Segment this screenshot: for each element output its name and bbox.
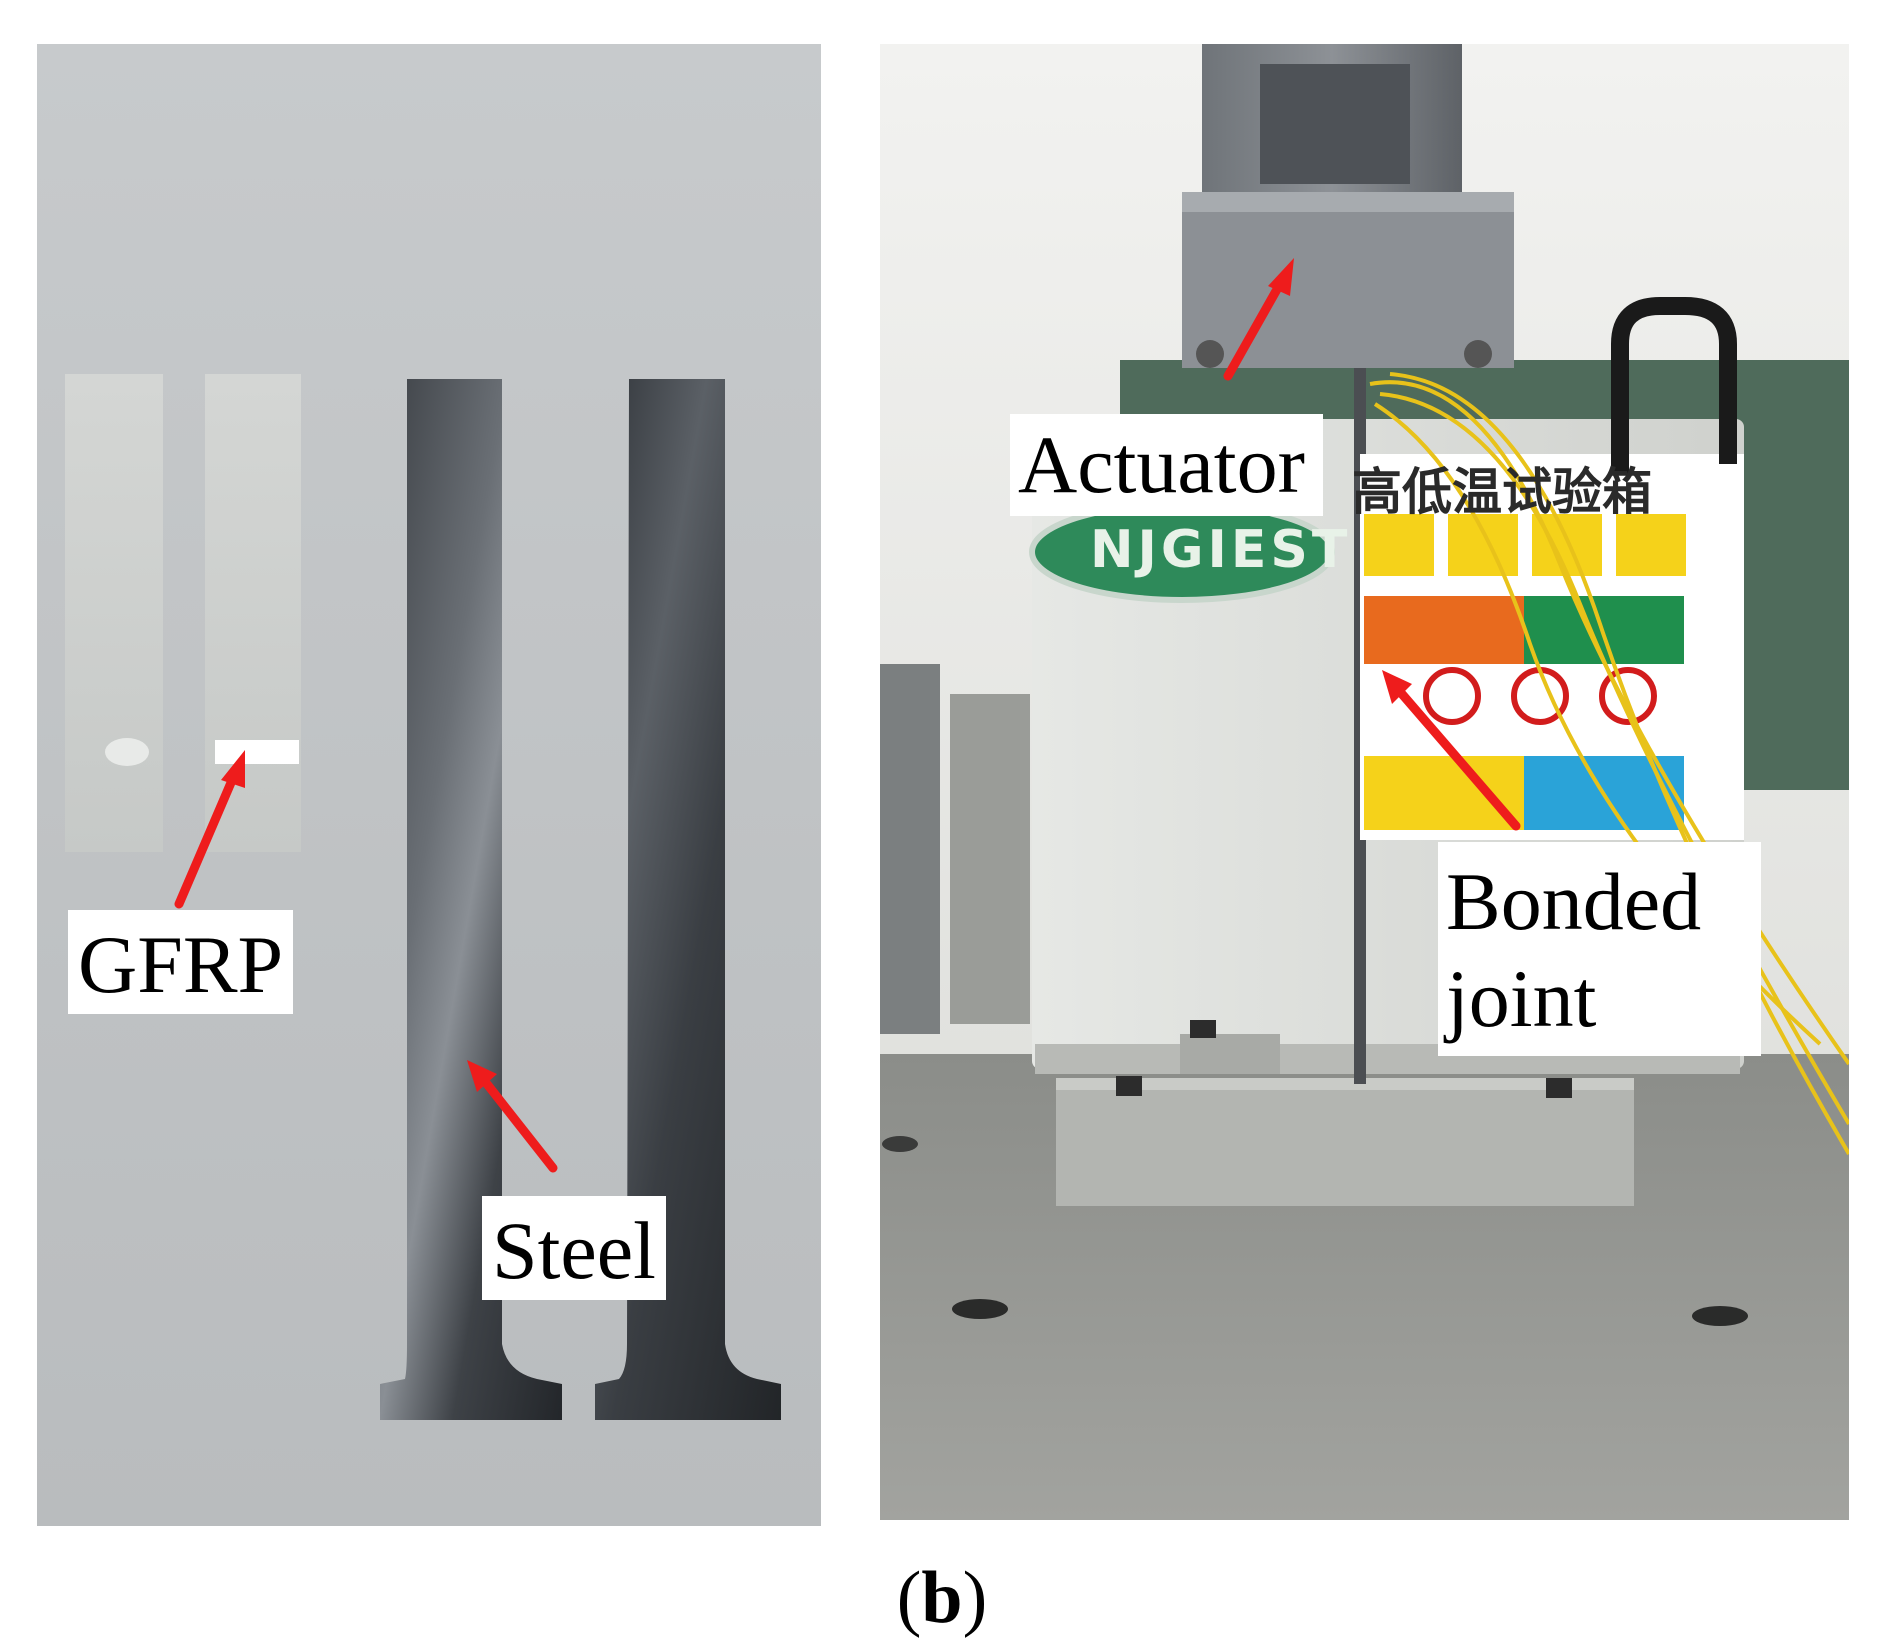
actuator-arrow [1223, 258, 1294, 381]
warning-sign [1360, 454, 1744, 840]
bonded-joint-label: Bonded joint [1438, 842, 1762, 1056]
chamber-sign-text: 高低温试验箱 [1352, 463, 1652, 521]
test-setup-photo: NJGIEST 高低温试验箱 [880, 44, 1849, 1520]
gfrp-arrow [174, 750, 245, 909]
figure-caption: (b) [0, 1556, 1884, 1641]
actuator-label: Actuator [1010, 414, 1323, 516]
gfrp-strip-2 [205, 374, 301, 852]
steel-arrow [467, 1060, 558, 1173]
steel-label: Steel [482, 1196, 666, 1300]
caption-close-paren: ) [962, 1557, 988, 1639]
gfrp-label: GFRP [68, 910, 294, 1014]
specimens-photo [37, 44, 821, 1526]
base-block [1056, 1020, 1634, 1206]
actuator-head [1182, 44, 1514, 368]
steel-plate-2 [595, 379, 781, 1420]
gfrp-strip-1 [65, 374, 163, 852]
steel-plate-1 [380, 379, 562, 1420]
logo-text: NJGIEST [1090, 520, 1352, 580]
test-setup-photo-drawing [880, 44, 1849, 1520]
bonded-joint-arrow [1382, 670, 1521, 831]
caption-open-paren: ( [896, 1557, 922, 1639]
black-cable [1611, 297, 1737, 474]
caption-letter: b [921, 1557, 963, 1639]
specimens-photo-drawing [37, 44, 821, 1526]
